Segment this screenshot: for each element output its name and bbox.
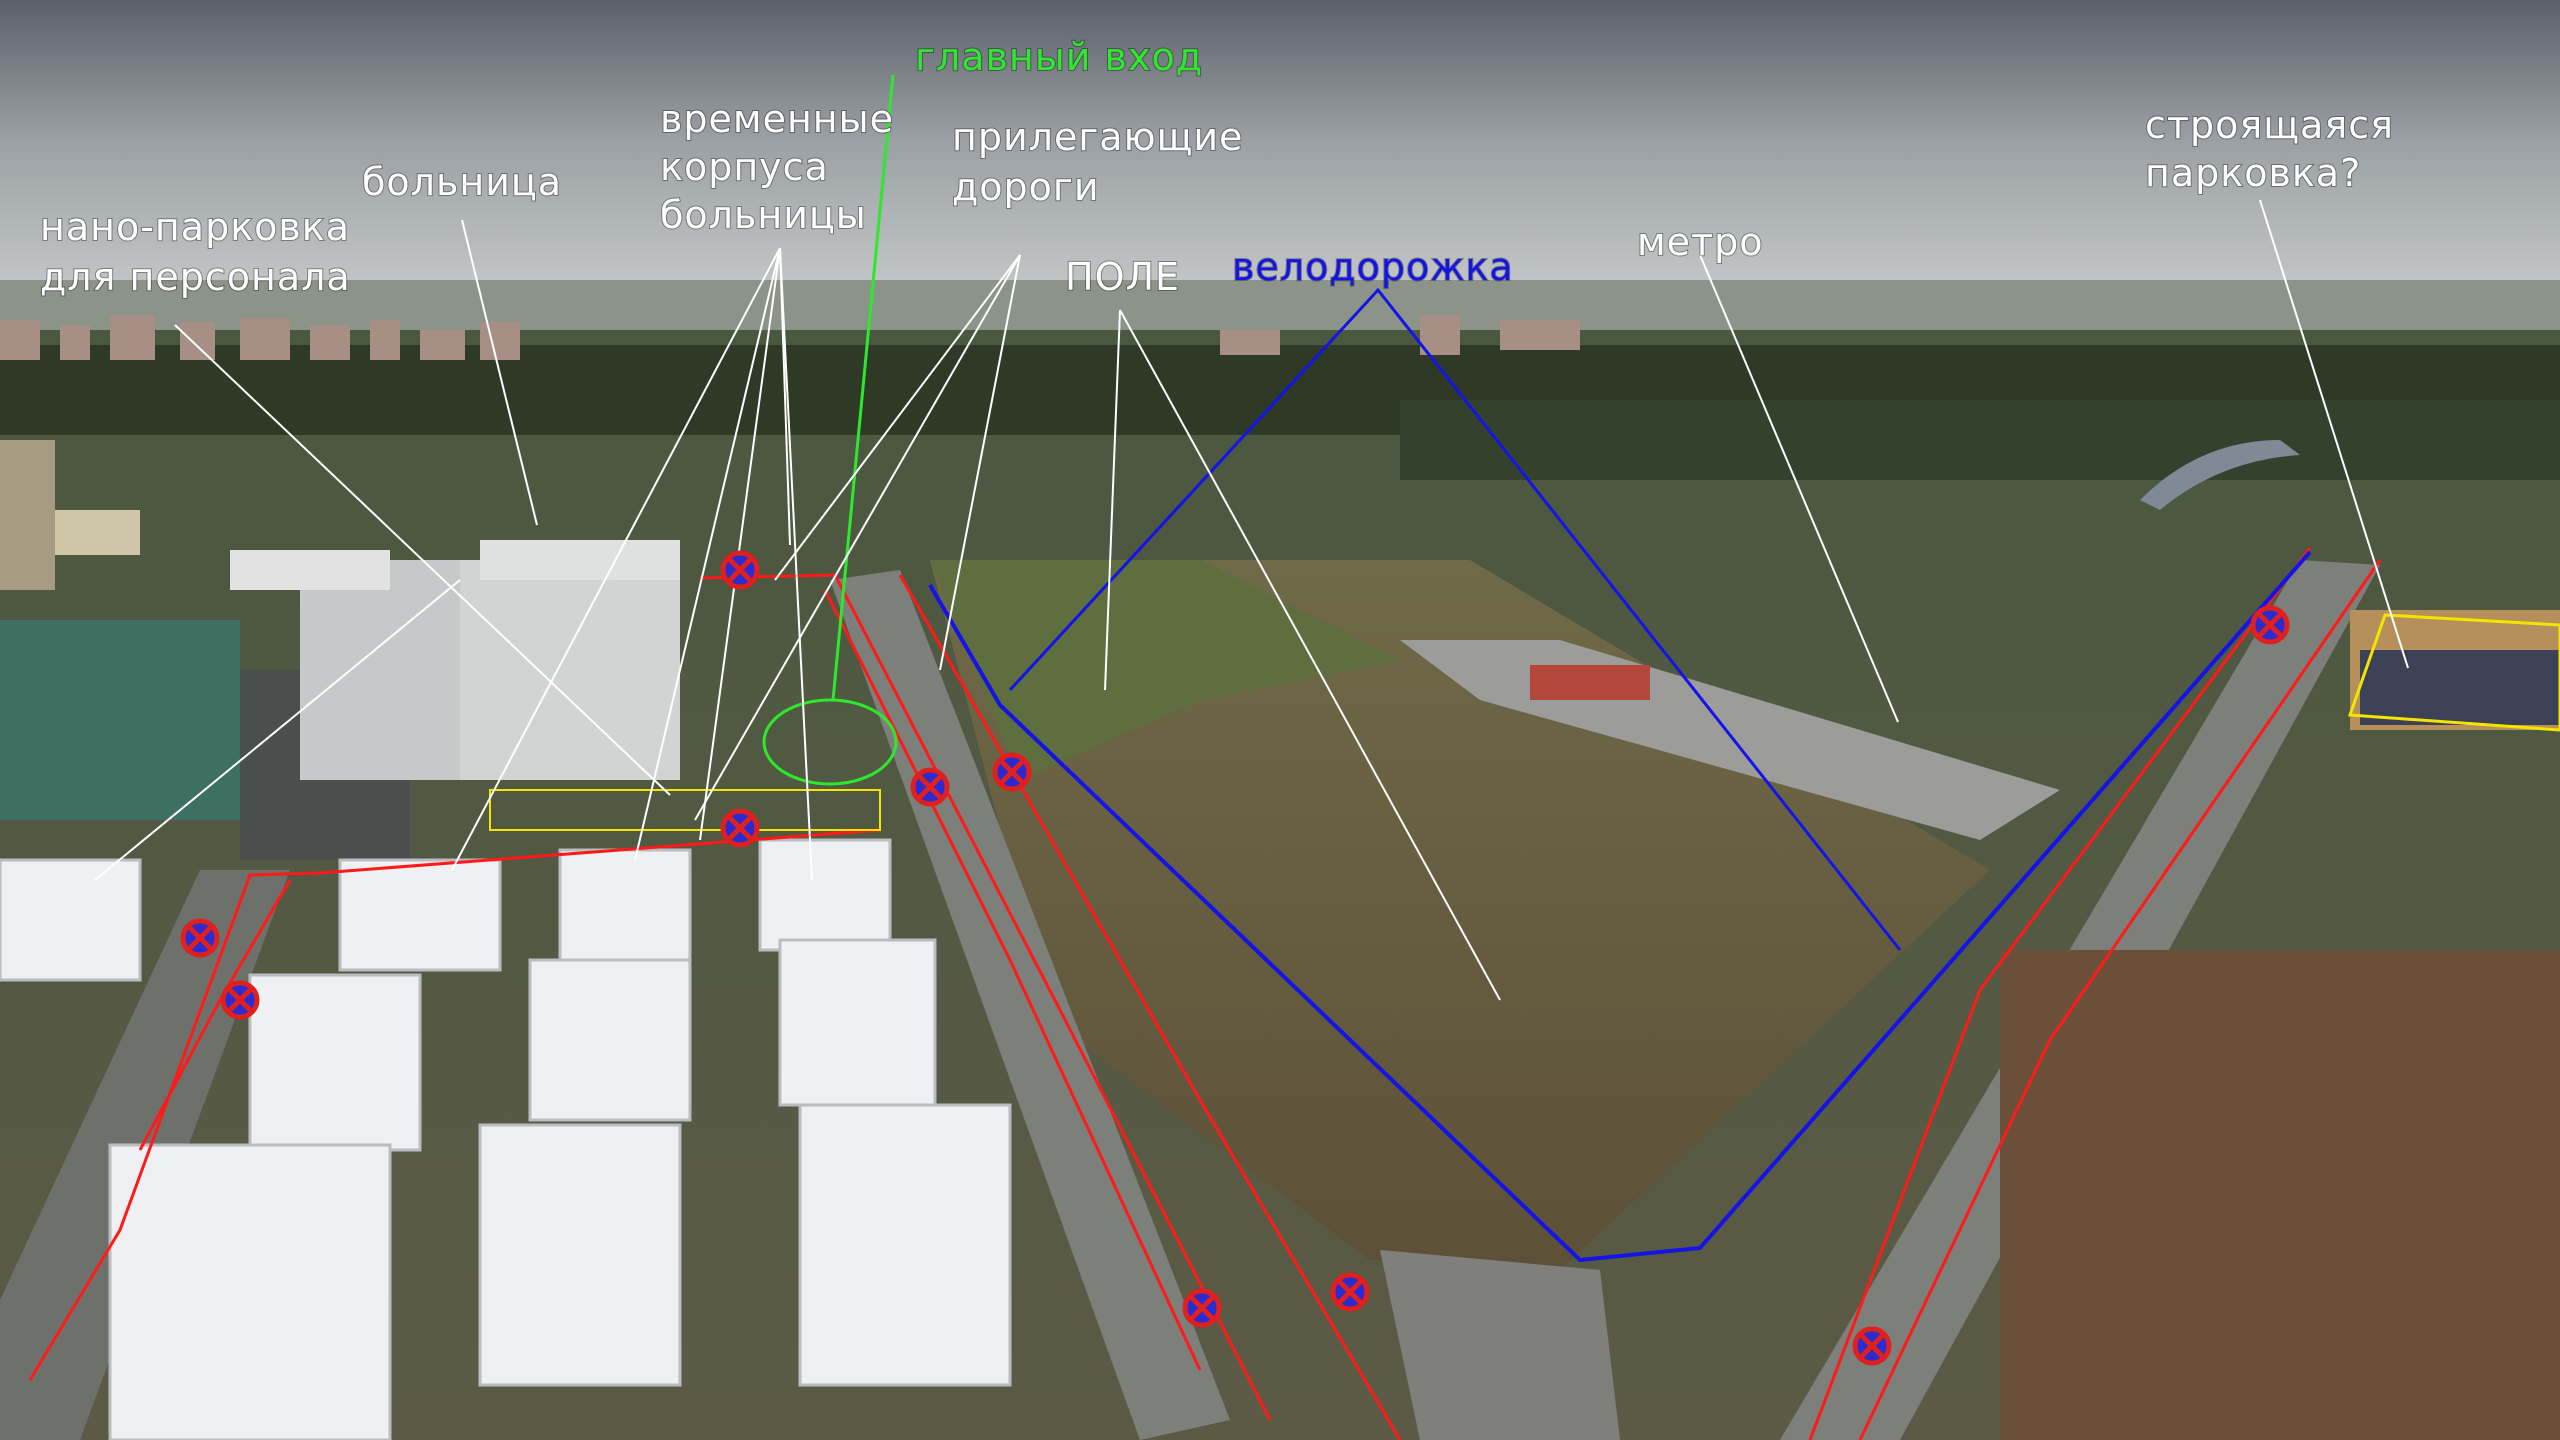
no-parking-signs	[180, 550, 2290, 1366]
construction-outline	[2347, 613, 2560, 732]
temp-buildings-label-line-3: больницы	[660, 193, 867, 237]
no-parking-sign-icon	[992, 752, 1032, 792]
no-parking-sign-icon	[720, 550, 760, 590]
no-parking-sign-icon	[180, 918, 220, 958]
main-entrance-ellipse	[762, 698, 898, 786]
staff-parking-label-line-1: нано-парковка	[40, 205, 350, 249]
no-parking-sign-icon	[220, 980, 260, 1020]
river	[2140, 440, 2300, 510]
field-label: ПОЛЕ	[1065, 255, 1180, 299]
distant-city	[0, 315, 1580, 360]
bike-path-pointer	[1008, 287, 1902, 951]
no-parking-sign-icon	[720, 808, 760, 848]
road-bottom	[1380, 1250, 1620, 1440]
field-green	[930, 560, 1400, 780]
temporary-tents	[0, 838, 1012, 1440]
metro-building	[1530, 665, 1650, 700]
forest-band-right	[1400, 400, 2560, 480]
hospital-buildings	[0, 440, 680, 860]
main-entrance-label: главный вход	[915, 35, 1203, 79]
no-parking-sign-icon	[910, 767, 950, 807]
parking-outline	[489, 789, 881, 831]
bike-path-line	[928, 550, 2312, 1263]
pointer-lines	[94, 199, 2409, 1001]
temp-buildings-label-line-1: временные	[660, 97, 894, 141]
no-parking-sign-icon	[1852, 1326, 1892, 1366]
temp-buildings-label-line-2: корпуса	[660, 145, 829, 189]
construction-site-panels	[2360, 650, 2560, 725]
bike-path-label: велодорожка	[1232, 245, 1514, 289]
main-entrance-pointer	[831, 74, 895, 701]
parking-construction-label-line-1: строящаяся	[2145, 103, 2394, 147]
hospital-label: больница	[362, 160, 562, 204]
no-parking-sign-icon	[1182, 1288, 1222, 1328]
no-parking-sign-icon	[1330, 1272, 1370, 1312]
no-parking-sign-icon	[2250, 605, 2290, 645]
sky	[0, 0, 2560, 310]
staff-parking-label-line-2: для персонала	[40, 255, 351, 299]
adjacent-roads-label-line-1: прилегающие	[952, 115, 1243, 159]
metro-label: метро	[1637, 220, 1764, 264]
adjacent-roads-label-line-2: дороги	[952, 165, 1100, 209]
parking-construction-label-line-2: парковка?	[2145, 151, 2361, 195]
lower-right-earth	[2000, 950, 2560, 1440]
